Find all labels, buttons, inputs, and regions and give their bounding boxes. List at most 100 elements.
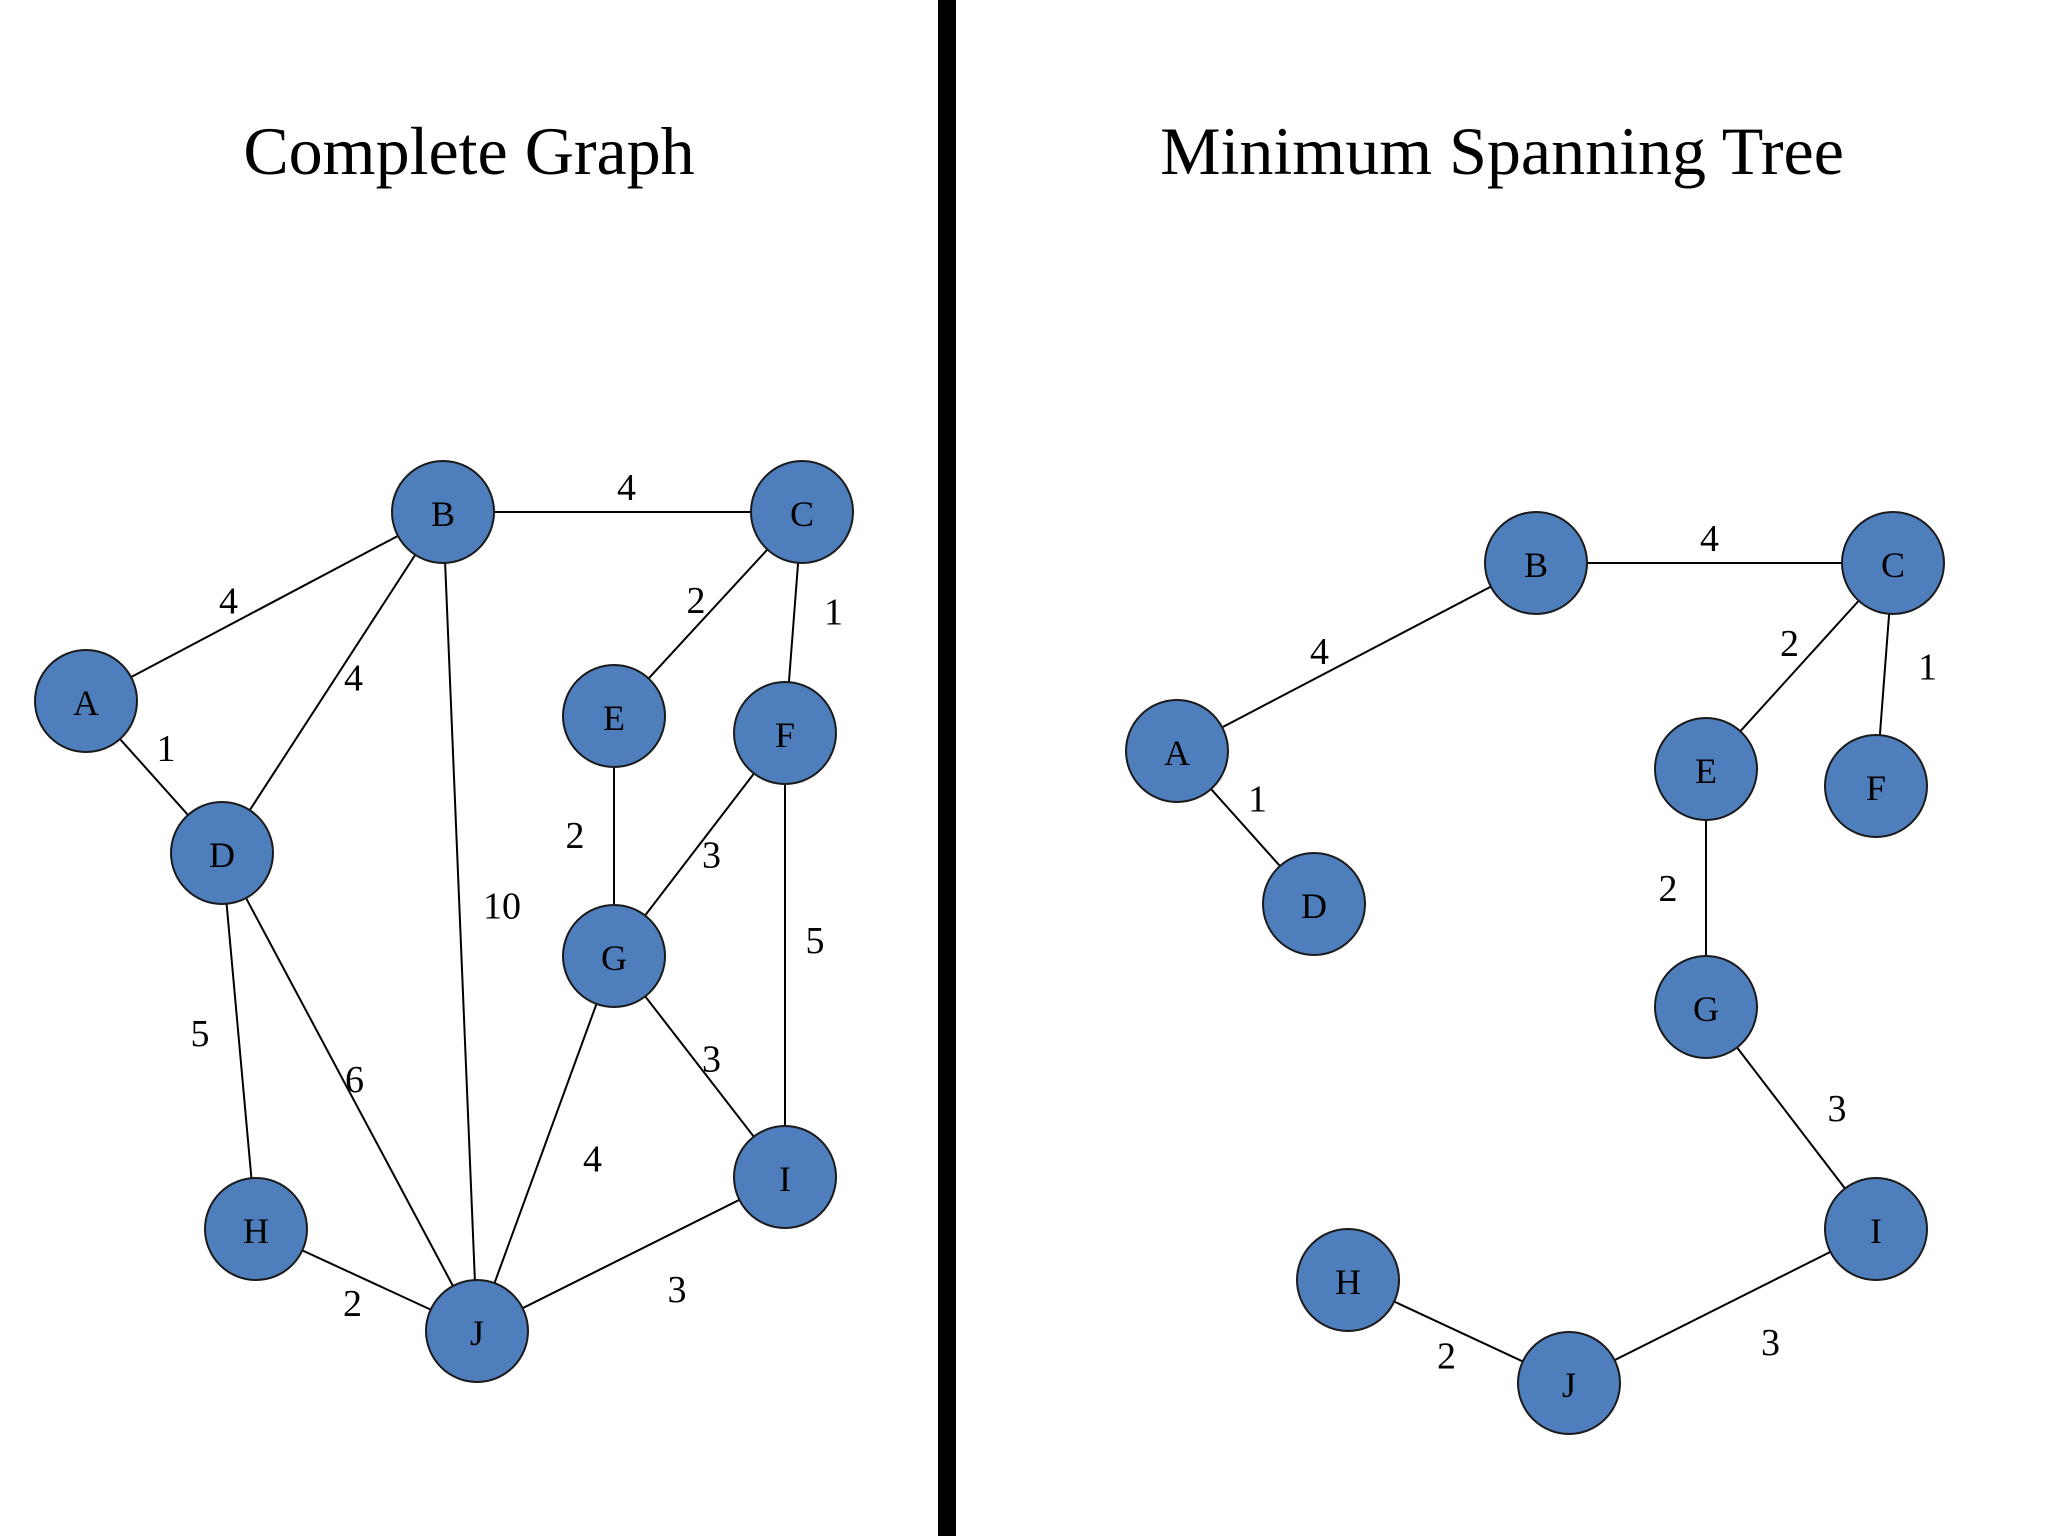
node-label: F: [1866, 768, 1886, 808]
node-circle: [1296, 1228, 1400, 1332]
node-label: F: [775, 715, 795, 755]
node-circle: [170, 801, 274, 905]
node-circle: [425, 1279, 529, 1383]
node-a: A: [34, 649, 138, 753]
edge-weight-b-c: 4: [1700, 518, 1719, 560]
node-circle: [1125, 699, 1229, 803]
edge-a-b: [85, 511, 444, 702]
node-label: J: [470, 1313, 484, 1353]
node-a: A: [1125, 699, 1229, 803]
edge-weight-g-i: 3: [1828, 1088, 1847, 1130]
node-label: B: [431, 494, 455, 534]
complete-graph-title: Complete Graph: [243, 113, 695, 189]
node-circle: [1841, 511, 1945, 615]
edge-weight-g-j: 4: [583, 1139, 602, 1181]
edge-d-j: [221, 852, 478, 1332]
edge-weight-i-j: 3: [1761, 1322, 1780, 1364]
edge-weight-c-f: 1: [824, 592, 843, 634]
node-circle: [750, 460, 854, 564]
edge-i-j: [476, 1176, 786, 1332]
node-label: E: [603, 698, 625, 738]
edge-b-j: [442, 511, 478, 1332]
node-label: D: [209, 835, 235, 875]
node-circle: [1262, 852, 1366, 956]
node-circle: [204, 1177, 308, 1281]
node-circle: [733, 681, 837, 785]
node-label: B: [1524, 545, 1548, 585]
edge-d-h: [221, 852, 257, 1230]
node-label: C: [1881, 545, 1905, 585]
node-circle: [562, 904, 666, 1008]
complete-graph-diagram: 4 1 4 4 10 2 1 5 6 2 3 5 3 4 2 3 A B C D E F G H I J: [34, 460, 854, 1383]
edge-weight-a-d: 1: [1248, 779, 1267, 821]
node-circle: [562, 664, 666, 768]
edge-weight-c-e: 2: [1780, 623, 1799, 665]
node-circle: [733, 1125, 837, 1229]
edge-g-j: [476, 955, 615, 1332]
edge-weight-e-g: 2: [1659, 868, 1678, 910]
complete-graph-panel: Complete Graph 4 1 4 4 10 2 1 5 6 2 3 5 3 4 2 3 A B C D E F G H…: [0, 0, 938, 1536]
node-d: D: [170, 801, 274, 905]
node-g: G: [1654, 955, 1758, 1059]
node-label: G: [1693, 989, 1719, 1029]
node-label: I: [779, 1159, 791, 1199]
node-e: E: [562, 664, 666, 768]
edge-weight-f-i: 5: [806, 920, 825, 962]
mst-panel: Minimum Spanning Tree 4 1 4 2 1 2 3 2 3 A B C D E F G H I…: [956, 0, 2048, 1536]
node-circle: [1484, 511, 1588, 615]
edge-b-d: [221, 511, 444, 854]
edge-weight-d-h: 5: [191, 1013, 210, 1055]
edge-weight-b-c: 4: [617, 467, 636, 509]
node-c: C: [750, 460, 854, 564]
edge-a-b: [1176, 562, 1537, 752]
panel-divider: [938, 0, 956, 1536]
node-circle: [1824, 1177, 1928, 1281]
node-circle: [1824, 734, 1928, 838]
node-i: I: [733, 1125, 837, 1229]
edge-weight-c-f: 1: [1918, 647, 1937, 689]
mst-diagram: 4 1 4 2 1 2 3 2 3 A B C D E F G H I J: [1125, 511, 1945, 1435]
edge-weight-a-b: 4: [219, 581, 238, 623]
edge-i-j: [1568, 1228, 1877, 1384]
node-label: J: [1562, 1365, 1576, 1405]
node-circle: [1654, 717, 1758, 821]
node-h: H: [204, 1177, 308, 1281]
node-label: G: [601, 938, 627, 978]
node-j: J: [425, 1279, 529, 1383]
node-label: C: [790, 494, 814, 534]
edge-weight-c-e: 2: [687, 580, 706, 622]
node-circle: [391, 460, 495, 564]
edge-weight-g-i: 3: [702, 1039, 721, 1081]
node-j: J: [1517, 1331, 1621, 1435]
node-circle: [1517, 1331, 1621, 1435]
edge-weight-i-j: 3: [668, 1269, 687, 1311]
edge-weight-b-j: 10: [483, 886, 521, 928]
edge-weight-d-j: 6: [345, 1059, 364, 1101]
edge-weight-b-d: 4: [344, 658, 363, 700]
mst-title: Minimum Spanning Tree: [1160, 113, 1844, 189]
node-label: E: [1695, 751, 1717, 791]
node-label: H: [243, 1211, 269, 1251]
node-c: C: [1841, 511, 1945, 615]
node-label: D: [1301, 886, 1327, 926]
edge-weight-e-g: 2: [566, 815, 585, 857]
node-label: A: [1164, 733, 1190, 773]
node-h: H: [1296, 1228, 1400, 1332]
node-e: E: [1654, 717, 1758, 821]
edge-weight-a-d: 1: [157, 728, 176, 770]
edge-weight-a-b: 4: [1310, 631, 1329, 673]
edge-weight-h-j: 2: [343, 1283, 362, 1325]
node-f: F: [733, 681, 837, 785]
node-b: B: [1484, 511, 1588, 615]
node-d: D: [1262, 852, 1366, 956]
node-circle: [34, 649, 138, 753]
node-b: B: [391, 460, 495, 564]
edge-weight-f-g: 3: [702, 835, 721, 877]
node-g: G: [562, 904, 666, 1008]
node-circle: [1654, 955, 1758, 1059]
node-f: F: [1824, 734, 1928, 838]
node-label: A: [73, 683, 99, 723]
node-label: I: [1870, 1211, 1882, 1251]
node-label: H: [1335, 1262, 1361, 1302]
edge-weight-h-j: 2: [1437, 1336, 1456, 1378]
